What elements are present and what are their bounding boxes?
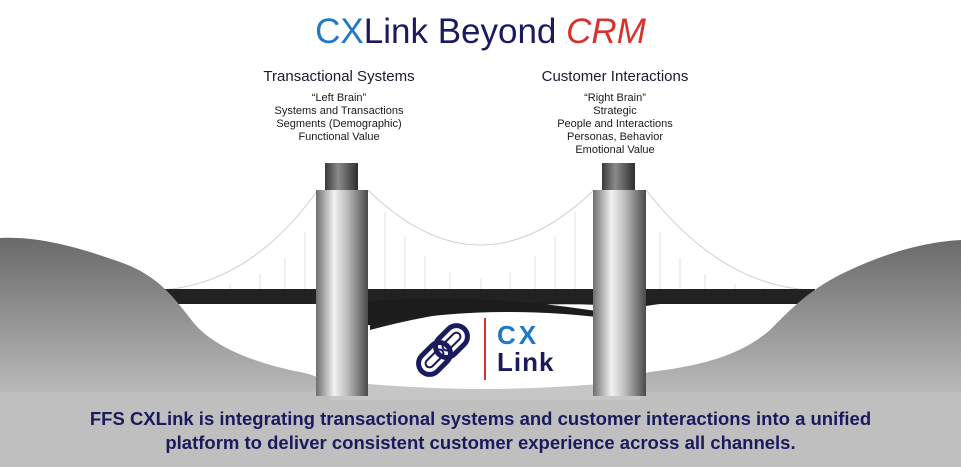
suspension-cables [159,189,811,291]
right-tower [593,163,646,396]
column-line: Emotional Value [575,144,655,156]
column-line: Systems and Transactions [274,105,404,117]
transactional-systems-column: Transactional Systems “Left Brain” Syste… [209,68,469,144]
column-line: Personas, Behavior [567,131,663,143]
ground-base [0,392,961,467]
left-cliff [0,237,335,400]
column-line: “Left Brain” [311,92,367,104]
caption: FFS CXLink is integrating transactional … [89,408,872,453]
column-line: Functional Value [298,131,380,143]
column-line: “Right Brain” [584,92,646,104]
chain-link-icon [416,323,470,377]
column-heading: Transactional Systems [263,68,415,85]
logo-divider [484,318,486,380]
page-title: CXLink Beyond CRM [315,12,646,51]
right-cliff [625,240,961,400]
left-tower [316,163,368,396]
cxlink-logo-text: CX Link [497,320,555,377]
column-heading: Customer Interactions [541,68,689,85]
column-line: Segments (Demographic) [276,118,402,130]
column-line: Strategic [593,105,637,117]
customer-interactions-column: Customer Interactions “Right Brain” Stra… [485,68,745,157]
column-line: People and Interactions [557,118,673,130]
